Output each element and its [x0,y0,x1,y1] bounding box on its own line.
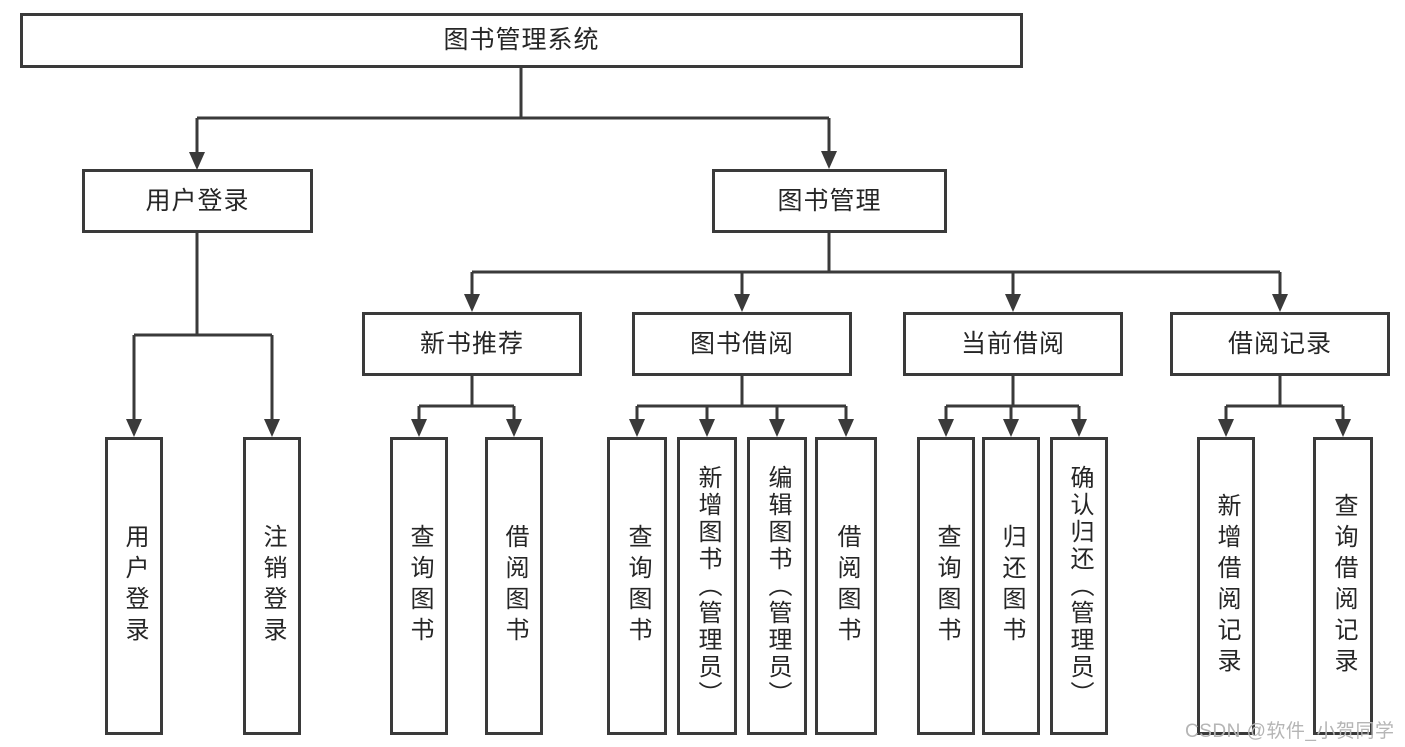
module-borrow-records: 借阅记录 [1170,312,1390,376]
node-label: 图书管理 [777,186,882,215]
leaf-return-book: 归还图书 [982,437,1040,735]
node-label: 图书管理系统 [443,26,600,54]
node-label: 借阅图书 [833,524,860,648]
module-book-borrow: 图书借阅 [632,312,852,376]
node-label: 用户登录 [145,186,250,215]
leaf-query-books-current: 查询图书 [917,437,975,735]
node-label: 借阅图书 [501,524,528,648]
leaf-add-borrow-record: 新增借阅记录 [1197,437,1255,735]
leaf-query-borrow-record: 查询借阅记录 [1313,437,1373,735]
node-label: 编辑图书（管理员） [764,464,791,708]
node-label: 新书推荐 [419,329,524,358]
leaf-query-books-recommend: 查询图书 [390,437,448,735]
node-label: 用户登录 [121,524,148,648]
module-new-book-recommend: 新书推荐 [362,312,582,376]
leaf-logout: 注销登录 [243,437,301,735]
node-label: 归还图书 [998,524,1025,648]
root-node-library-system: 图书管理系统 [20,13,1023,68]
leaf-user-login: 用户登录 [105,437,163,735]
node-label: 查询图书 [624,524,651,648]
node-label: 新增借阅记录 [1213,493,1240,679]
branch-book-management: 图书管理 [712,169,947,233]
branch-user-login: 用户登录 [82,169,313,233]
node-label: 注销登录 [259,524,286,648]
node-label: 确认归还（管理员） [1066,464,1093,708]
leaf-borrow-books: 借阅图书 [815,437,877,735]
node-label: 查询借阅记录 [1330,493,1357,679]
node-label: 查询图书 [933,524,960,648]
node-label: 查询图书 [406,524,433,648]
node-label: 图书借阅 [689,329,794,358]
csdn-watermark: CSDN @软件_小贺同学 [1185,721,1395,742]
module-current-borrow: 当前借阅 [903,312,1123,376]
node-label: 新增图书（管理员） [694,464,721,708]
node-label: 借阅记录 [1227,329,1332,358]
leaf-confirm-return-admin: 确认归还（管理员） [1050,437,1108,735]
leaf-query-books-borrow: 查询图书 [607,437,667,735]
leaf-edit-book-admin: 编辑图书（管理员） [747,437,807,735]
leaf-add-book-admin: 新增图书（管理员） [677,437,737,735]
leaf-borrow-books-recommend: 借阅图书 [485,437,543,735]
node-label: 当前借阅 [960,329,1065,358]
